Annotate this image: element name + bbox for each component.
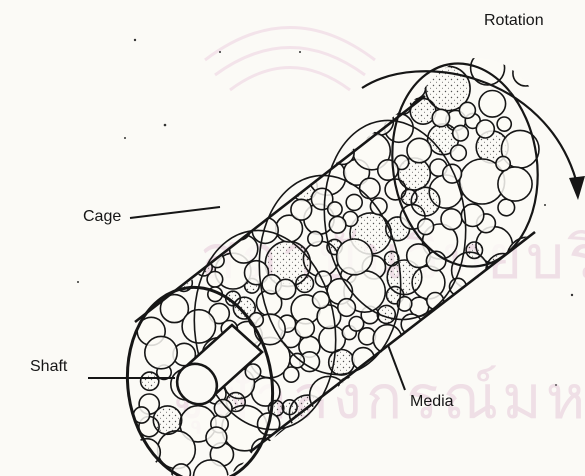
media-ball	[145, 336, 177, 368]
media-ball	[440, 317, 460, 337]
media-ball	[337, 239, 373, 275]
media-ball	[317, 409, 340, 432]
media-ball	[291, 199, 312, 220]
media-ball	[466, 242, 482, 258]
media-ball	[420, 324, 440, 344]
media-ball	[296, 275, 314, 293]
media-ball	[402, 189, 417, 204]
media-ball	[182, 310, 215, 343]
media-ball	[476, 120, 494, 138]
media-ball	[263, 154, 298, 189]
media-ball	[276, 279, 296, 299]
media-ball	[290, 353, 304, 367]
media-ball	[214, 400, 232, 418]
media-leader	[388, 345, 405, 390]
media-ball	[293, 120, 334, 161]
media-ball	[152, 262, 168, 278]
media-ball	[441, 209, 462, 230]
rotation-arrowhead	[569, 176, 585, 200]
media-ball	[272, 427, 317, 472]
media-ball	[349, 317, 364, 332]
media-ball	[282, 400, 297, 415]
media-ball	[381, 96, 395, 110]
media-ball	[456, 284, 498, 326]
media-ball	[479, 91, 506, 118]
media-ball	[459, 102, 475, 118]
media-ball	[498, 199, 515, 216]
rotation-label: Rotation	[484, 12, 544, 30]
media-balls	[133, 51, 548, 476]
media-ball	[141, 372, 159, 390]
media-ball	[206, 427, 227, 448]
media-ball	[319, 326, 345, 352]
media-ball	[407, 138, 431, 162]
media-ball	[360, 178, 380, 198]
media-ball	[346, 194, 362, 210]
media-ball	[443, 164, 462, 183]
media-ball	[507, 237, 548, 278]
media-ball	[157, 233, 198, 274]
media-ball	[329, 217, 346, 234]
media-ball	[418, 219, 434, 235]
cage-leader	[130, 207, 220, 218]
media-ball	[498, 167, 532, 201]
media-ball	[432, 109, 449, 126]
media-ball	[295, 319, 314, 338]
media-ball	[486, 254, 520, 288]
media-label: Media	[410, 393, 454, 411]
media-ball	[497, 117, 511, 131]
media-ball	[194, 238, 212, 256]
media-ball	[356, 373, 372, 389]
media-ball	[328, 202, 342, 216]
media-ball	[453, 125, 469, 141]
media-ball	[496, 156, 510, 170]
shaft-label: Shaft	[30, 358, 67, 376]
media-ball	[367, 363, 394, 390]
cage-label: Cage	[83, 208, 121, 226]
media-ball	[451, 145, 467, 161]
media-ball	[284, 367, 299, 382]
media-ball	[248, 191, 270, 213]
media-ball	[372, 83, 389, 100]
media-ball	[308, 231, 323, 246]
media-ball	[338, 299, 356, 317]
media-ball	[513, 60, 539, 86]
media-ball	[370, 198, 387, 215]
media-ball	[313, 292, 330, 309]
